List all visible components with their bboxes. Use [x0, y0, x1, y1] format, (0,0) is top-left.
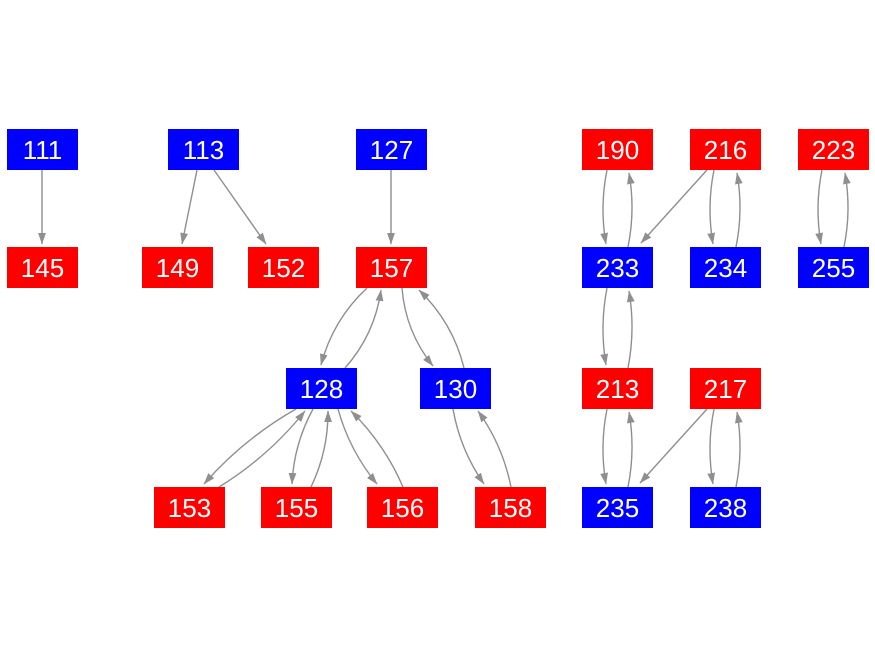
node-155: 155	[261, 487, 332, 528]
edge-113-149	[180, 169, 198, 245]
edge-235-213	[627, 411, 635, 488]
edge-217-235	[639, 408, 708, 484]
edge-255-223	[843, 172, 851, 248]
edge-113-152	[213, 169, 267, 245]
node-217: 217	[690, 368, 761, 409]
node-235: 235	[582, 487, 653, 528]
edge-216-234	[707, 169, 715, 245]
edge-238-217	[735, 411, 743, 488]
node-213: 213	[582, 368, 653, 409]
edge-233-190	[627, 172, 635, 248]
node-157: 157	[356, 247, 427, 288]
edge-233-213	[600, 287, 609, 366]
edge-128-156	[337, 408, 378, 485]
node-145: 145	[7, 247, 78, 288]
edge-156-128	[350, 410, 404, 488]
edge-223-255	[815, 169, 823, 245]
edge-130-158	[452, 408, 485, 485]
edge-153-128	[218, 410, 306, 488]
edge-213-235	[600, 408, 608, 485]
edge-217-238	[707, 408, 715, 485]
edge-157-128	[320, 287, 368, 366]
node-190: 190	[582, 129, 653, 170]
edge-128-157	[344, 289, 384, 369]
edge-128-155	[288, 408, 314, 485]
node-113: 113	[168, 129, 239, 170]
node-111: 111	[7, 129, 78, 170]
edge-234-216	[735, 172, 743, 248]
edge-128-153	[203, 408, 297, 485]
node-128: 128	[286, 368, 357, 409]
edge-155-128	[310, 410, 332, 488]
node-153: 153	[154, 487, 225, 528]
node-255: 255	[798, 247, 869, 288]
edge-157-130	[401, 287, 434, 367]
node-158: 158	[475, 487, 546, 528]
node-223: 223	[798, 129, 869, 170]
node-234: 234	[690, 247, 761, 288]
node-127: 127	[356, 129, 427, 170]
edge-130-157	[418, 289, 465, 369]
node-152: 152	[248, 247, 319, 288]
node-233: 233	[582, 247, 653, 288]
node-149: 149	[142, 247, 213, 288]
edge-158-130	[477, 410, 512, 488]
edge-190-233	[600, 169, 608, 245]
node-156: 156	[367, 487, 438, 528]
edge-213-233	[626, 290, 635, 369]
node-238: 238	[690, 487, 761, 528]
node-216: 216	[690, 129, 761, 170]
node-130: 130	[420, 368, 491, 409]
edge-216-233	[640, 169, 708, 244]
